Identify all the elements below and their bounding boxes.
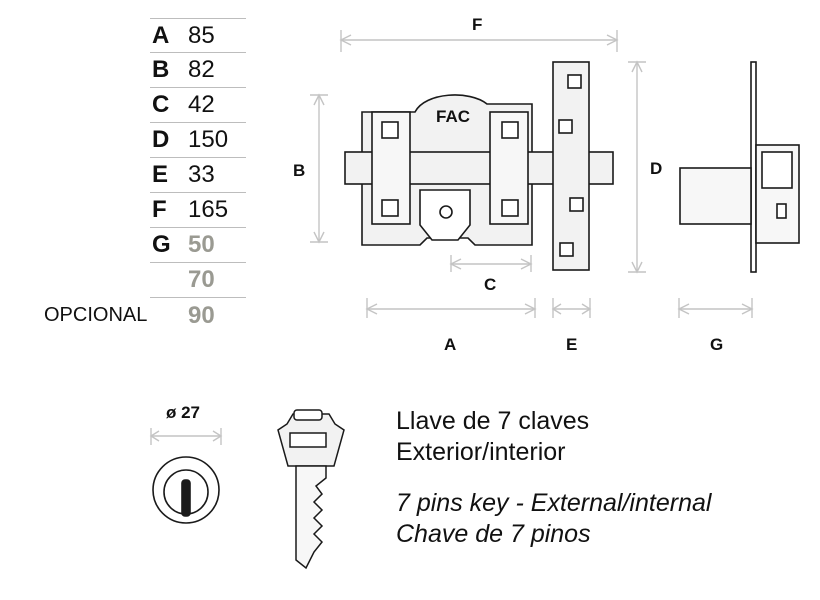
dimensions-table: A 85 B 82 C 42 D 150 E 33 F 165 G 50 70 … [150, 18, 246, 333]
cylinder-face [152, 456, 220, 524]
dimension-row-e: E 33 [150, 158, 246, 193]
label-g: G [710, 335, 723, 354]
label-f: F [472, 15, 482, 34]
lock-front-view [344, 61, 614, 271]
dimension-value: 42 [188, 91, 215, 118]
optional-label: OPCIONAL [44, 304, 148, 326]
dimension-key: E [152, 161, 169, 188]
dimension-key: D [152, 126, 170, 153]
description-es: Llave de 7 claves Exterior/interior [396, 406, 589, 468]
label-c: C [484, 275, 496, 294]
dimension-value: 150 [188, 126, 229, 153]
dimension-row-b: B 82 [150, 53, 246, 88]
dimension-value: 85 [188, 21, 215, 49]
label-a: A [444, 335, 456, 354]
label-e: E [566, 335, 577, 354]
description-es-line1: Llave de 7 claves [396, 407, 590, 435]
dimension-value: 70 [188, 266, 215, 293]
brand-mark: FAC [436, 107, 470, 126]
dimension-row-a: A 85 [150, 18, 246, 53]
dimension-value: 165 [188, 196, 229, 223]
label-b: B [293, 161, 305, 180]
dimension-value: 50 [188, 231, 215, 258]
dimension-row-g: G 50 [150, 228, 246, 263]
dimension-row-f: F 165 [150, 193, 246, 228]
dimension-row-d: D 150 [150, 123, 246, 158]
label-d: D [650, 159, 662, 178]
lock-side-view [679, 61, 800, 273]
dimension-row-g-alt-90: 90 [150, 298, 246, 333]
dimension-value: 82 [188, 56, 215, 83]
key-icon [277, 409, 345, 570]
dimension-key: F [152, 196, 167, 223]
dimension-lines [149, 30, 754, 445]
dimension-key: B [152, 56, 170, 83]
description-en-line: 7 pins key - External/internal [396, 489, 712, 517]
dimension-key: C [152, 91, 170, 118]
description-es-line2: Exterior/interior [396, 438, 566, 466]
description-en-pt: 7 pins key - External/internal Chave de … [396, 488, 711, 550]
dimension-value: 33 [188, 161, 215, 188]
description-pt-line: Chave de 7 pinos [396, 520, 591, 548]
dimension-row-g-alt-70: 70 [150, 263, 246, 298]
dimension-key: G [152, 231, 171, 258]
dimension-value: 90 [188, 301, 215, 329]
dimension-row-c: C 42 [150, 88, 246, 123]
dimension-key: A [152, 21, 170, 49]
cylinder-diameter-label: ø 27 [166, 403, 200, 422]
